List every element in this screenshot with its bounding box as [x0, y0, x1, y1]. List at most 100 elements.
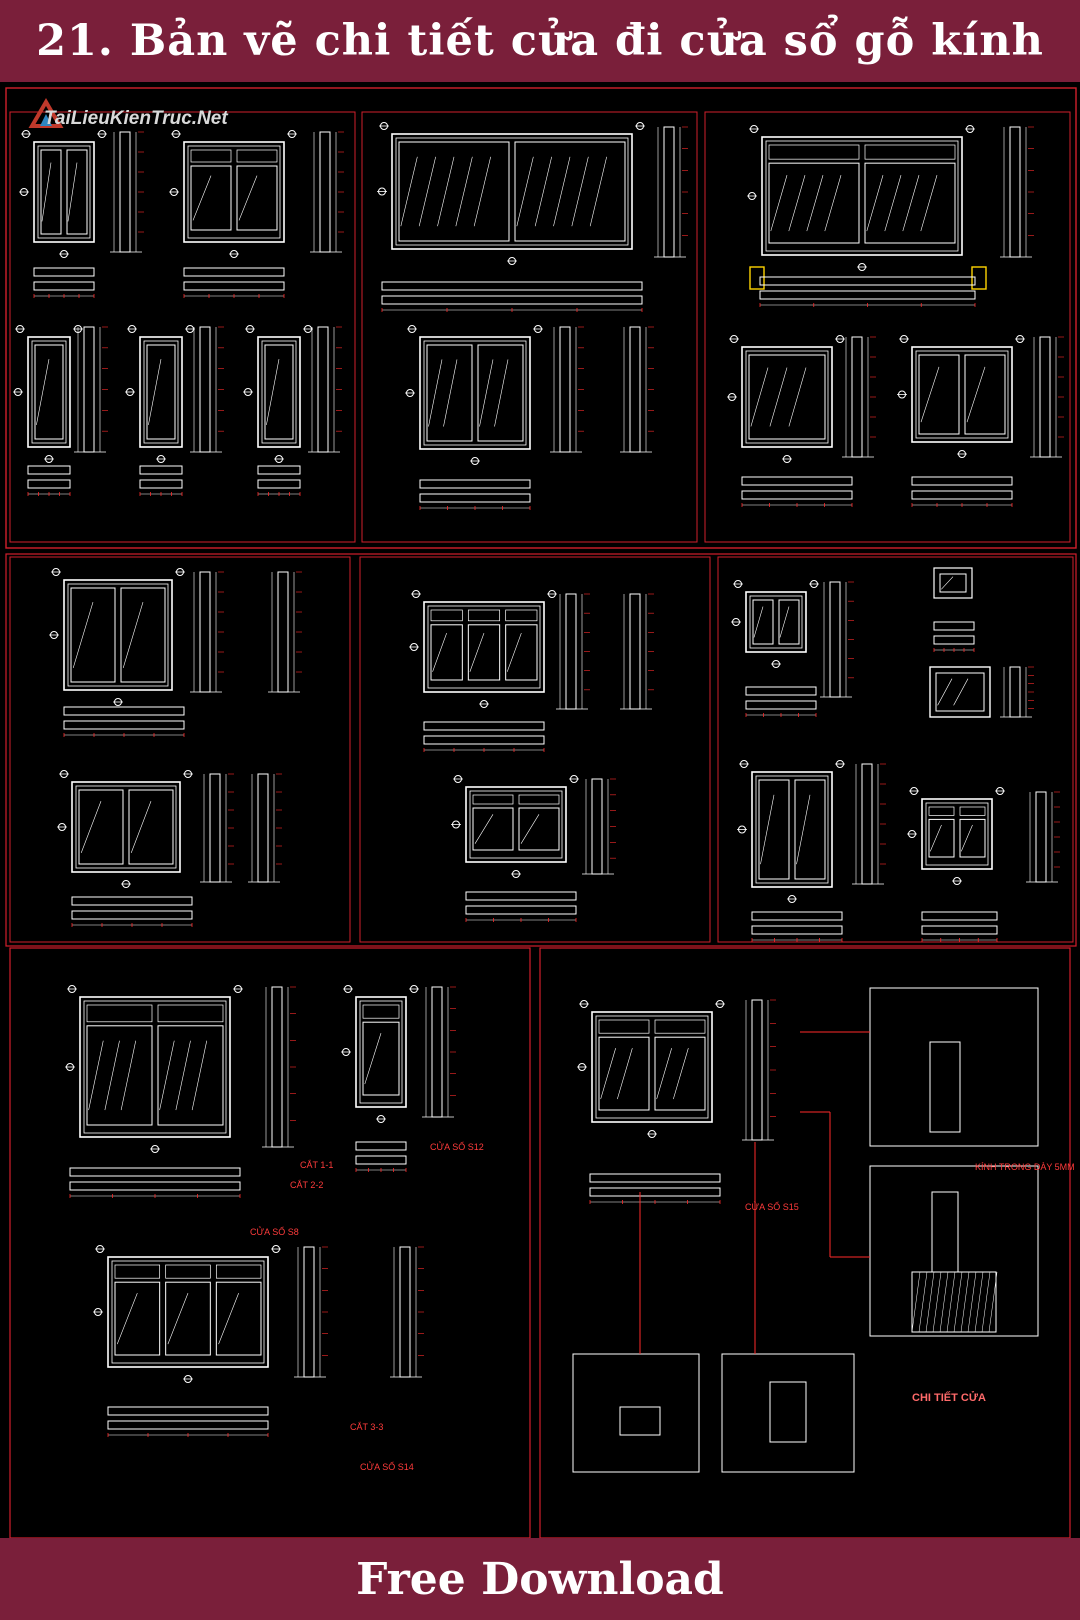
sheet-frame — [9, 556, 351, 943]
drawing-stroke — [778, 599, 800, 645]
section-profile — [565, 593, 577, 710]
plan-section — [63, 706, 185, 716]
transom — [654, 1019, 706, 1034]
drawing-stroke — [769, 367, 788, 427]
window-frame — [929, 666, 991, 718]
drawing-stroke — [218, 1293, 239, 1345]
drawing-stroke — [428, 359, 443, 427]
drawing-stroke — [430, 624, 463, 681]
detail-box — [721, 1353, 855, 1473]
drawing-stroke — [128, 789, 174, 865]
section-profile — [319, 131, 331, 253]
drawing-stroke — [656, 1048, 672, 1100]
transom — [114, 1264, 161, 1279]
drawing-stroke — [779, 606, 790, 638]
drawing-stroke — [516, 156, 534, 227]
transom — [157, 1004, 224, 1023]
section-label-1: CẮT 1-1 — [300, 1160, 334, 1170]
window-frame — [911, 346, 1013, 443]
plan-section — [381, 281, 643, 291]
section-profile — [431, 986, 443, 1118]
drawing-stroke — [966, 366, 986, 423]
window-frame — [395, 137, 629, 246]
sheet-frame — [9, 947, 531, 1538]
drawing-stroke — [518, 807, 560, 851]
window-frame — [933, 567, 973, 599]
drawing-stroke — [114, 1281, 161, 1356]
drawing-stroke — [928, 818, 955, 858]
detail-profile — [929, 1041, 961, 1133]
plan-section — [33, 267, 95, 277]
page-title: 21. Bản vẽ chi tiết cửa đi cửa sổ gỗ kín… — [36, 16, 1044, 66]
drawing-stroke — [474, 814, 494, 844]
drawing-stroke — [72, 602, 94, 668]
drawing-stroke — [78, 789, 124, 865]
window-frame — [143, 340, 179, 444]
drawing-stroke — [472, 807, 514, 851]
window-frame — [79, 996, 231, 1138]
window-frame — [745, 591, 807, 653]
section-profile — [199, 571, 211, 693]
window-frame — [419, 336, 531, 450]
watermark-logo-icon — [28, 98, 64, 128]
drawing-stroke — [750, 367, 769, 427]
transom — [472, 794, 514, 805]
drawing-stroke — [935, 672, 985, 712]
window-frame — [921, 798, 993, 870]
window-frame — [107, 1256, 269, 1368]
sheet-frame — [539, 947, 1071, 1538]
drawing-stroke — [506, 632, 522, 672]
download-banner[interactable]: Free Download — [0, 1538, 1080, 1620]
plan-section — [355, 1155, 407, 1165]
section-profile — [317, 326, 329, 453]
window-frame — [755, 775, 829, 884]
drawing-stroke — [920, 175, 938, 232]
drawing-stroke — [768, 162, 860, 244]
drawing-stroke — [426, 344, 473, 442]
drawing-stroke — [437, 156, 455, 227]
sheet-frame — [717, 556, 1074, 943]
drawing-stroke — [967, 1271, 977, 1333]
transom — [190, 149, 232, 163]
drawing-stroke — [553, 156, 571, 227]
drawing-stroke — [748, 354, 826, 440]
drawing-stroke — [159, 1040, 175, 1111]
transom — [467, 609, 501, 622]
window-frame — [595, 1015, 709, 1119]
drawing-stroke — [40, 149, 62, 235]
drawing-stroke — [34, 344, 64, 440]
drawing-stroke — [80, 800, 102, 854]
drawing-stroke — [86, 1025, 153, 1126]
drawing-stroke — [794, 779, 826, 880]
drawing-stroke — [824, 175, 842, 232]
drawing-stroke — [911, 1271, 921, 1333]
plan-section — [381, 295, 643, 305]
drawing-stroke — [88, 1040, 104, 1111]
window-frame — [83, 1000, 227, 1134]
drawing-stroke — [758, 779, 790, 880]
yellow-block — [749, 266, 765, 290]
window-frame — [749, 595, 803, 649]
drawing-stroke — [953, 1271, 963, 1333]
sheet-frame — [361, 111, 698, 543]
window-label-s8: CỬA SỔ S8 — [250, 1227, 299, 1237]
drawing-stroke — [443, 359, 458, 427]
window-frame — [359, 1000, 403, 1104]
glass-note-label: KÍNH TRONG DÀY 5MM — [975, 1162, 1075, 1172]
window-frame — [423, 340, 527, 446]
window-frame — [761, 136, 963, 256]
drawing-stroke — [953, 678, 969, 706]
free-download-label: Free Download — [356, 1553, 724, 1605]
drawing-stroke — [884, 175, 902, 232]
drawing-stroke — [116, 1293, 138, 1345]
window-label-s12: CỬA SỔ S12 — [430, 1142, 484, 1152]
plan-section — [27, 479, 71, 489]
drawing-stroke — [752, 599, 774, 645]
window-frame — [187, 145, 281, 239]
drawing-stroke — [191, 1040, 208, 1111]
transom — [928, 806, 955, 816]
drawing-stroke — [937, 678, 953, 706]
drawing-stroke — [236, 165, 278, 231]
plan-section — [107, 1420, 269, 1430]
plan-section — [183, 281, 285, 291]
